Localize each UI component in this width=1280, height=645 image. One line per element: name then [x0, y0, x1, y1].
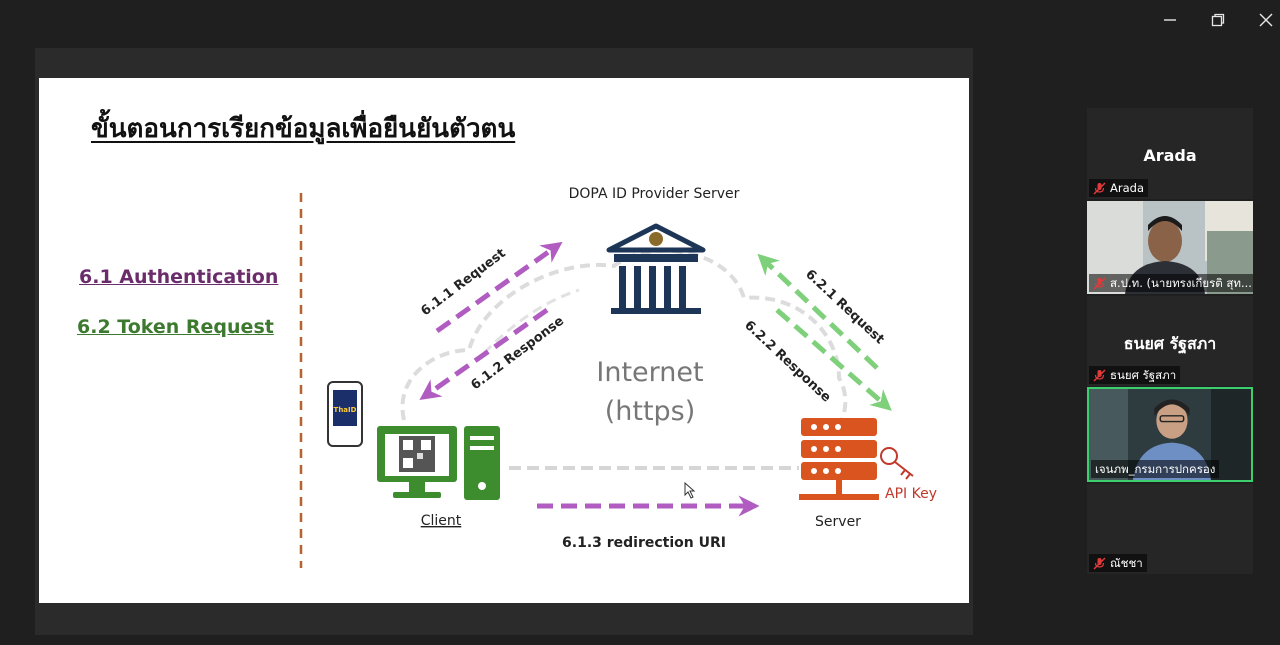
- restore-icon: [1211, 13, 1225, 27]
- participant-name: Arada: [1143, 146, 1197, 165]
- phone-icon: ThaID: [327, 381, 363, 447]
- participant-label-text: ณัชชา: [1110, 556, 1143, 570]
- participant-label: ธนยศ รัฐสภา: [1089, 366, 1181, 384]
- minimize-button[interactable]: [1158, 8, 1182, 32]
- server-label: Server: [815, 514, 861, 530]
- close-button[interactable]: [1254, 8, 1278, 32]
- muted-mic-icon: [1093, 181, 1106, 195]
- auth-flow-diagram: DOPA ID Provider Server Internet (https)…: [299, 186, 937, 568]
- muted-mic-icon: [1093, 276, 1106, 290]
- client-computer-icon: [377, 426, 500, 500]
- participant-label: ณัชชา: [1089, 554, 1147, 572]
- participant-label-text: Arada: [1110, 181, 1144, 195]
- participant-tile[interactable]: ธนยศ รัฐสภา ธนยศ รัฐสภา: [1087, 296, 1253, 386]
- close-icon: [1259, 13, 1273, 27]
- menu-authentication: 6.1 Authentication: [79, 266, 279, 288]
- client-label: Client: [421, 513, 462, 529]
- participant-label: ส.ป.ท. (นายทรงเกียรติ สุท...: [1089, 274, 1253, 292]
- participant-label-text: เจนภพ_กรมการปกครอง: [1095, 462, 1216, 476]
- participant-name: ธนยศ รัฐสภา: [1123, 334, 1217, 353]
- participant-tile[interactable]: Arada Arada: [1087, 108, 1253, 199]
- mouse-cursor-icon: [684, 481, 696, 499]
- participant-video: [1087, 201, 1253, 294]
- restore-button[interactable]: [1206, 8, 1230, 32]
- government-building-icon: [606, 223, 706, 314]
- key-icon: [880, 447, 914, 480]
- participant-label-text: ธนยศ รัฐสภา: [1110, 368, 1177, 382]
- internet-label: Internet: [596, 357, 703, 388]
- arrow-612-response: [419, 307, 549, 401]
- label-613-redirect: 6.1.3 redirection URI: [562, 535, 726, 551]
- participant-label: Arada: [1089, 179, 1148, 197]
- arrow-621-request: [757, 253, 879, 370]
- muted-mic-icon: [1093, 556, 1106, 570]
- label-622-response: 6.2.2 Response: [741, 318, 833, 406]
- minimize-icon: [1164, 19, 1176, 21]
- menu-token-request: 6.2 Token Request: [77, 316, 274, 338]
- provider-label: DOPA ID Provider Server: [569, 186, 740, 202]
- api-key-label: API Key: [885, 486, 937, 502]
- presentation-slide: ขั้นตอนการเรียกข้อมูลเพื่อยืนยันตัวตน 6.…: [39, 78, 969, 603]
- phone-app-label: ThaID: [334, 406, 357, 414]
- muted-mic-icon: [1093, 368, 1106, 382]
- slide-title: ขั้นตอนการเรียกข้อมูลเพื่อยืนยันตัวตน: [91, 114, 516, 144]
- participant-tile-video[interactable]: ส.ป.ท. (นายทรงเกียรติ สุท...: [1087, 201, 1253, 294]
- internet-protocol-label: (https): [605, 396, 696, 427]
- label-611-request: 6.1.1 Request: [418, 246, 508, 319]
- participant-tile[interactable]: ณัชชา: [1087, 484, 1253, 574]
- server-icon: [799, 418, 879, 500]
- participant-tile-speaking[interactable]: เจนภพ_กรมการปกครอง: [1087, 387, 1253, 482]
- participant-label: เจนภพ_กรมการปกครอง: [1091, 460, 1220, 478]
- participant-label-text: ส.ป.ท. (นายทรงเกียรติ สุท...: [1110, 276, 1252, 290]
